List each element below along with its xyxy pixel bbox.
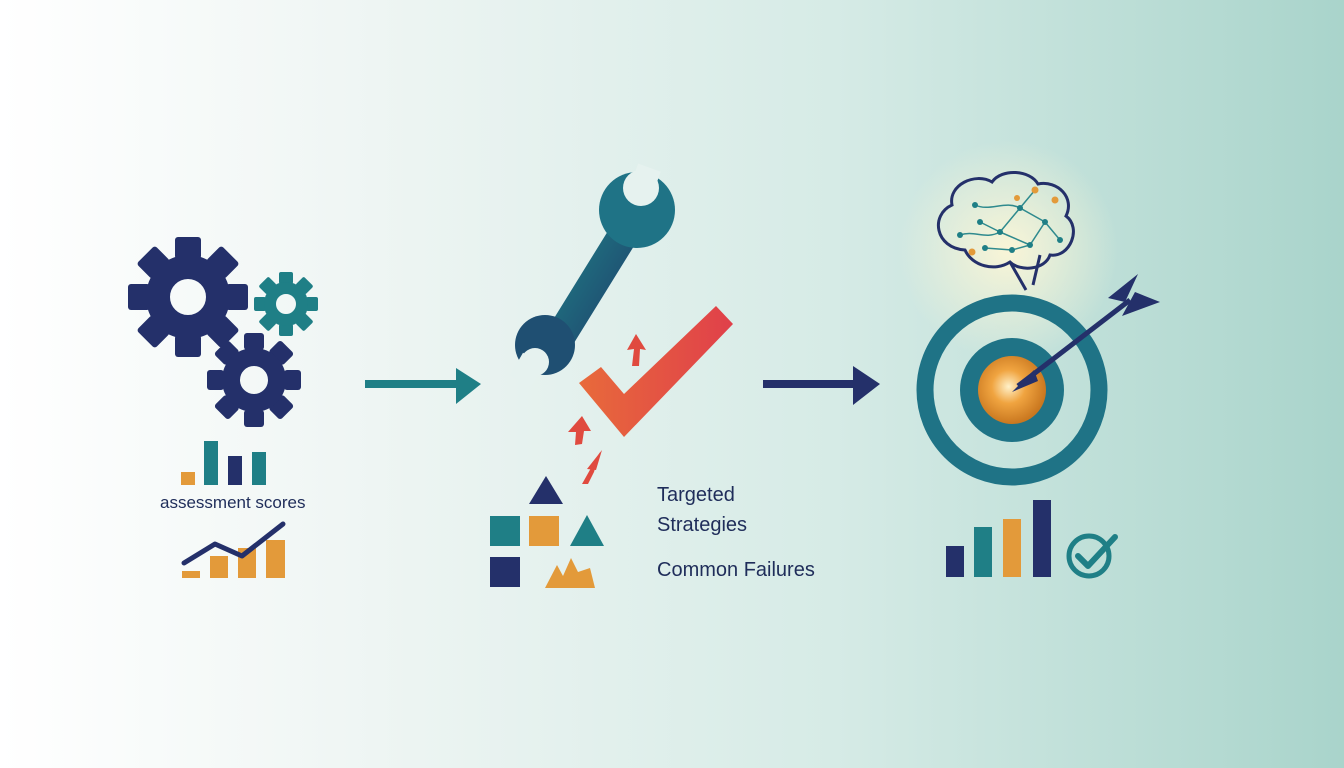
wrench-icon: [510, 163, 675, 388]
gear-icon-medium: [207, 333, 301, 427]
common-failures-label: Common Failures: [657, 559, 815, 581]
bar-chart-icon-stage1: [181, 441, 266, 485]
check-circle-icon: [1066, 533, 1118, 579]
targeted-strategies-line2: Strategies: [657, 514, 748, 536]
assessment-scores-label: assessment scores: [160, 493, 306, 512]
trend-chart-icon: [181, 521, 286, 578]
brain-network-icon: [936, 171, 1075, 291]
bar-chart-icon-stage3: [946, 500, 1051, 577]
gear-icon-large: [128, 237, 248, 357]
gear-icon-small: [254, 272, 318, 336]
targeted-strategies-line1: Targeted: [657, 484, 735, 506]
flow-arrow-2: [763, 366, 880, 405]
arrow-icon: [1012, 274, 1160, 392]
shapes-icon: [490, 476, 604, 587]
checkmark-icon: [579, 306, 733, 437]
spark-arrows: [568, 334, 646, 484]
broken-shape-icon: [545, 558, 595, 588]
flow-arrow-1: [365, 368, 481, 404]
target-icon: [916, 294, 1108, 486]
targeted-strategies-label: Targeted Strategies: [657, 480, 747, 540]
